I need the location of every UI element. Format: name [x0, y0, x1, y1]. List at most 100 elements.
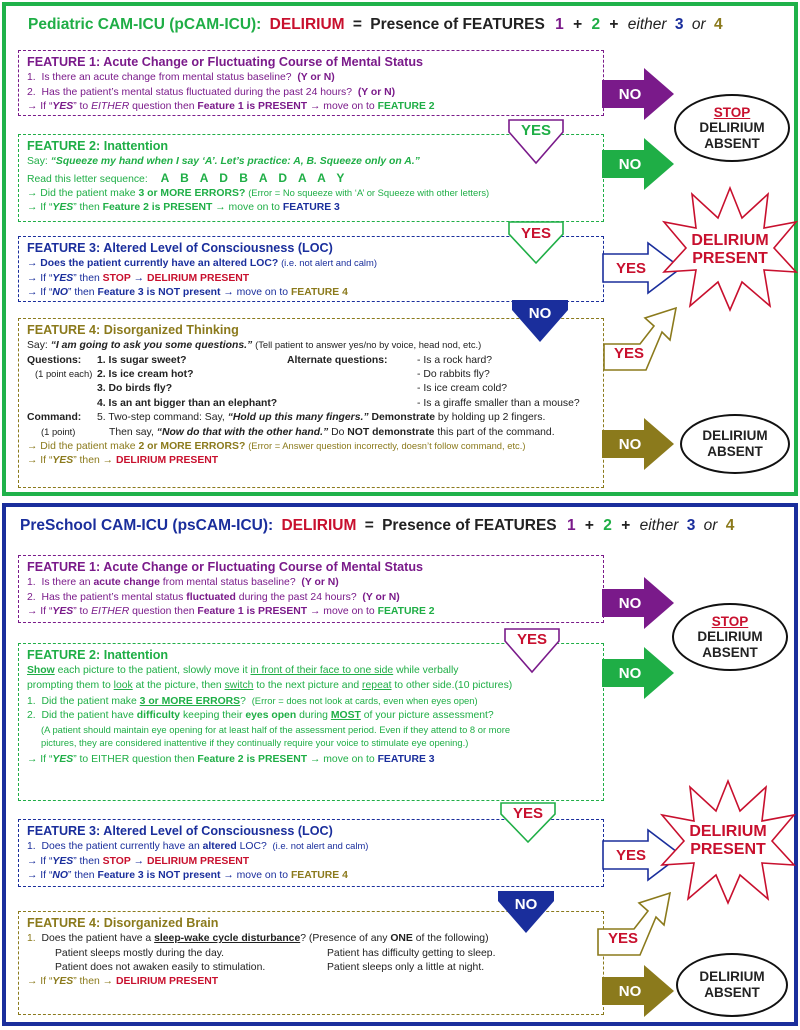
question: Has the patient’s mental status: [41, 591, 184, 603]
question: keeping their: [182, 710, 243, 722]
rule-text: → If “: [27, 272, 53, 284]
rule-stop: STOP: [102, 855, 131, 867]
question: ? (Presence of any: [300, 933, 388, 945]
star-line-2: PRESENT: [690, 841, 766, 859]
rule-text: ” then: [73, 202, 100, 214]
panel-title: Pediatric CAM-ICU (pCAM-ICU): DELIRIUM =…: [28, 16, 723, 34]
alt-question: - Is ice cream cold?: [417, 383, 508, 395]
rule-next: FEATURE 4: [290, 870, 348, 882]
feature-3-box: FEATURE 3: Altered Level of Consciousnes…: [18, 819, 604, 887]
points: (1 point each): [35, 368, 93, 380]
command-text: by holding up 2 fingers.: [437, 412, 546, 424]
option: Patient sleeps mostly during the day.: [55, 947, 225, 959]
title-or: or: [691, 16, 706, 33]
yes-arrow-diagonal-icon: [603, 306, 678, 371]
letter-sequence: A B A D B A D A A Y: [160, 170, 349, 185]
yes-label: YES: [516, 631, 547, 648]
title-or: or: [703, 517, 718, 534]
question: 2. Is ice cream hot?: [97, 369, 194, 381]
rule-text: →: [133, 855, 145, 867]
feature-4-heading: FEATURE 4: Disorganized Brain: [27, 916, 219, 930]
title-either: either: [627, 16, 667, 33]
title-presence: Presence of FEATURES: [370, 16, 545, 33]
rule-next: FEATURE 2: [377, 101, 435, 113]
rule-text: → If “: [27, 976, 53, 988]
title-name: Pediatric CAM-ICU (pCAM-ICU):: [28, 16, 262, 33]
yes-label: YES: [613, 345, 644, 362]
rule-text: ” then: [68, 870, 95, 882]
rule-text: ” then: [73, 272, 100, 284]
rule-text: → If “: [27, 455, 53, 467]
delirium-present-star-icon: [661, 185, 799, 313]
no-label: NO: [618, 86, 642, 103]
rule-text: ” to: [73, 101, 89, 113]
no-label: NO: [514, 896, 538, 913]
rule-present: DELIRIUM PRESENT: [115, 455, 219, 467]
rule-stop: STOP: [102, 272, 131, 284]
feature-4-box: FEATURE 4: Disorganized Thinking Say: “I…: [18, 318, 604, 488]
rule-text: ” then →: [73, 976, 114, 988]
rule-present: DELIRIUM PRESENT: [115, 976, 219, 988]
rule-text: → move on to: [223, 870, 289, 882]
rule-text: → Did the patient make: [27, 440, 136, 452]
instr-text: at the picture, then: [135, 679, 222, 691]
no-arrow-green-icon: [602, 647, 674, 699]
question: Does the patient currently have an: [41, 841, 200, 853]
option: Patient does not awaken easily to stimul…: [55, 962, 266, 974]
questions-label: Questions:: [27, 354, 82, 366]
title-n1: 1: [566, 517, 576, 534]
title-plus1: +: [584, 517, 594, 534]
instr-key: in front of their face to one side: [250, 665, 394, 677]
yes-arrow-diagonal-icon: [597, 891, 672, 956]
rule-text: → move on to: [223, 287, 289, 299]
title-delirium: DELIRIUM: [269, 16, 345, 33]
no-label: NO: [528, 305, 552, 322]
yes-label: YES: [520, 122, 551, 139]
rule-text: question then: [132, 101, 195, 113]
title-n2: 2: [591, 16, 601, 33]
question-note: (i.e. not alert and calm): [281, 257, 377, 269]
feature-1-box: FEATURE 1: Acute Change or Fluctuating C…: [18, 555, 604, 623]
absent-line-1: DELIRIUM: [702, 428, 768, 444]
question-key: sleep-wake cycle disturbance: [154, 933, 301, 945]
alt-question: - Is a rock hard?: [417, 354, 493, 366]
rule-text: → If “: [27, 870, 53, 882]
instr-key: repeat: [362, 679, 392, 691]
absent-line-1: DELIRIUM: [697, 629, 763, 645]
question: of your picture assessment?: [363, 710, 494, 722]
yes-label: YES: [615, 260, 646, 277]
question: of the following): [415, 933, 489, 945]
question-key: altered: [202, 841, 237, 853]
rule-next: FEATURE 4: [290, 287, 348, 299]
question: from mental status baseline?: [162, 577, 296, 589]
feature-3-heading: FEATURE 3: Altered Level of Consciousnes…: [27, 824, 333, 838]
question-key: fluctuated: [186, 591, 236, 603]
rule-next: FEATURE 3: [282, 202, 340, 214]
title-plus2: +: [609, 16, 619, 33]
command-text: Then say,: [109, 426, 154, 438]
yes-arrow-blue-icon: [602, 828, 683, 882]
star-line-1: DELIRIUM: [689, 823, 767, 840]
read-label: Read this letter sequence:: [27, 173, 148, 185]
feature-2-box: FEATURE 2: Inattention Say: “Squeeze my …: [18, 134, 604, 222]
star-line-1: DELIRIUM: [691, 232, 769, 249]
feature-2-heading: FEATURE 2: Inattention: [27, 139, 169, 153]
rule-text: → If “: [27, 101, 53, 113]
stop-delirium-absent-oval: STOP DELIRIUM ABSENT: [672, 603, 788, 671]
q-num: 1.: [27, 577, 36, 589]
pcam-icu-panel: Pediatric CAM-ICU (pCAM-ICU): DELIRIUM =…: [2, 2, 799, 496]
command-label: Command:: [27, 412, 82, 424]
question: Is there an acute change from mental sta…: [41, 72, 292, 84]
rule-present: Feature 1 is PRESENT: [197, 606, 308, 618]
rule-text: →: [133, 272, 145, 284]
rule-no: NO: [52, 287, 68, 299]
no-label: NO: [618, 665, 642, 682]
say-note: (Tell patient to answer yes/no by voice,…: [255, 339, 482, 351]
instr-text: prompting them to: [27, 679, 111, 691]
no-arrow-olive-icon: [602, 418, 674, 470]
instr-text: to other side.(10 pictures): [394, 679, 513, 691]
yn: (Y or N): [357, 86, 396, 98]
q-num: 1.: [27, 841, 36, 853]
rule-text: → If “: [27, 606, 53, 618]
yes-label: YES: [520, 225, 551, 242]
